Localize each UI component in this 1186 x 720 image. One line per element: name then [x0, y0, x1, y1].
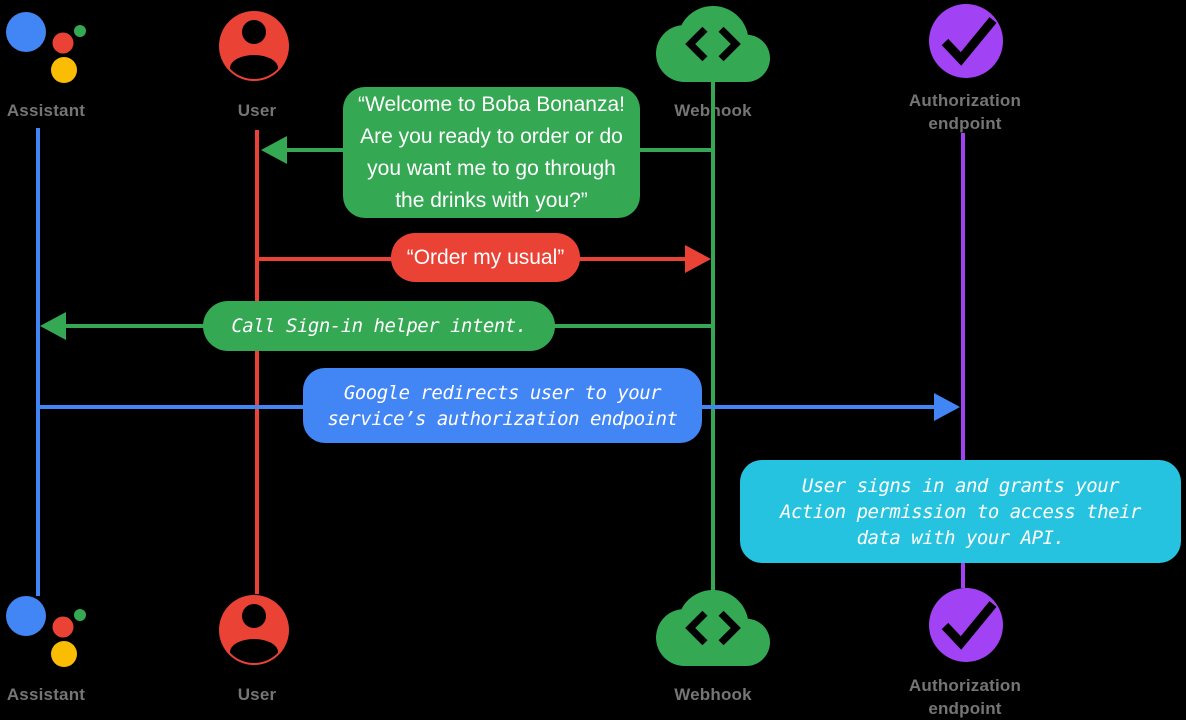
grant-line-3: data with your API. [856, 526, 1065, 549]
welcome-message-bubble: “Welcome to Boba Bonanza! Are you ready … [343, 87, 640, 218]
redirect-message-bubble: Google redirects user to your service’s … [303, 368, 702, 443]
auth-label-line2: endpoint [928, 114, 1002, 133]
auth-endpoint-label-top: Authorization endpoint [898, 89, 1032, 135]
google-assistant-icon-bottom [6, 596, 86, 667]
welcome-line-3: you want me to go through [367, 156, 616, 180]
grant-line-1: User signs in and grants your [801, 474, 1120, 497]
signin-arrowhead-icon [40, 312, 66, 340]
grant-note-bubble: User signs in and grants your Action per… [740, 460, 1181, 563]
grant-line-2: Action permission to access their [780, 500, 1142, 523]
welcome-line-1: “Welcome to Boba Bonanza! [358, 92, 625, 116]
person-icon-bottom [219, 595, 289, 665]
redirect-line-2: service’s authorization endpoint [327, 407, 678, 430]
signin-message-bubble: Call Sign-in helper intent. [203, 301, 555, 351]
check-circle-icon [929, 4, 1003, 78]
user-label-top: User [237, 101, 277, 120]
assistant-label-bottom: Assistant [6, 685, 86, 704]
auth-label-bottom-line2: endpoint [928, 699, 1002, 718]
user-label-bottom: User [237, 685, 277, 704]
cloud-code-icon [656, 6, 770, 82]
signin-text: Call Sign-in helper intent. [231, 315, 527, 337]
welcome-line-4: the drinks with you?” [395, 188, 588, 212]
order-arrowhead-icon [685, 245, 711, 273]
check-circle-icon-bottom [929, 588, 1003, 662]
redirect-arrowhead-icon [934, 393, 960, 421]
google-assistant-icon [6, 12, 86, 83]
webhook-label-bottom: Webhook [674, 685, 752, 704]
assistant-label-top: Assistant [6, 101, 86, 120]
cloud-code-icon-bottom [656, 590, 770, 666]
auth-endpoint-label-bottom: Authorization endpoint [898, 674, 1032, 720]
order-text: “Order my usual” [406, 245, 565, 269]
order-message-bubble: “Order my usual” [391, 233, 580, 282]
auth-label-line1: Authorization [908, 91, 1022, 110]
redirect-line-1: Google redirects user to your [343, 381, 662, 404]
welcome-arrowhead-icon [261, 136, 287, 164]
welcome-line-2: Are you ready to order or do [360, 124, 623, 148]
person-icon [219, 11, 289, 81]
auth-label-bottom-line1: Authorization [908, 676, 1022, 695]
